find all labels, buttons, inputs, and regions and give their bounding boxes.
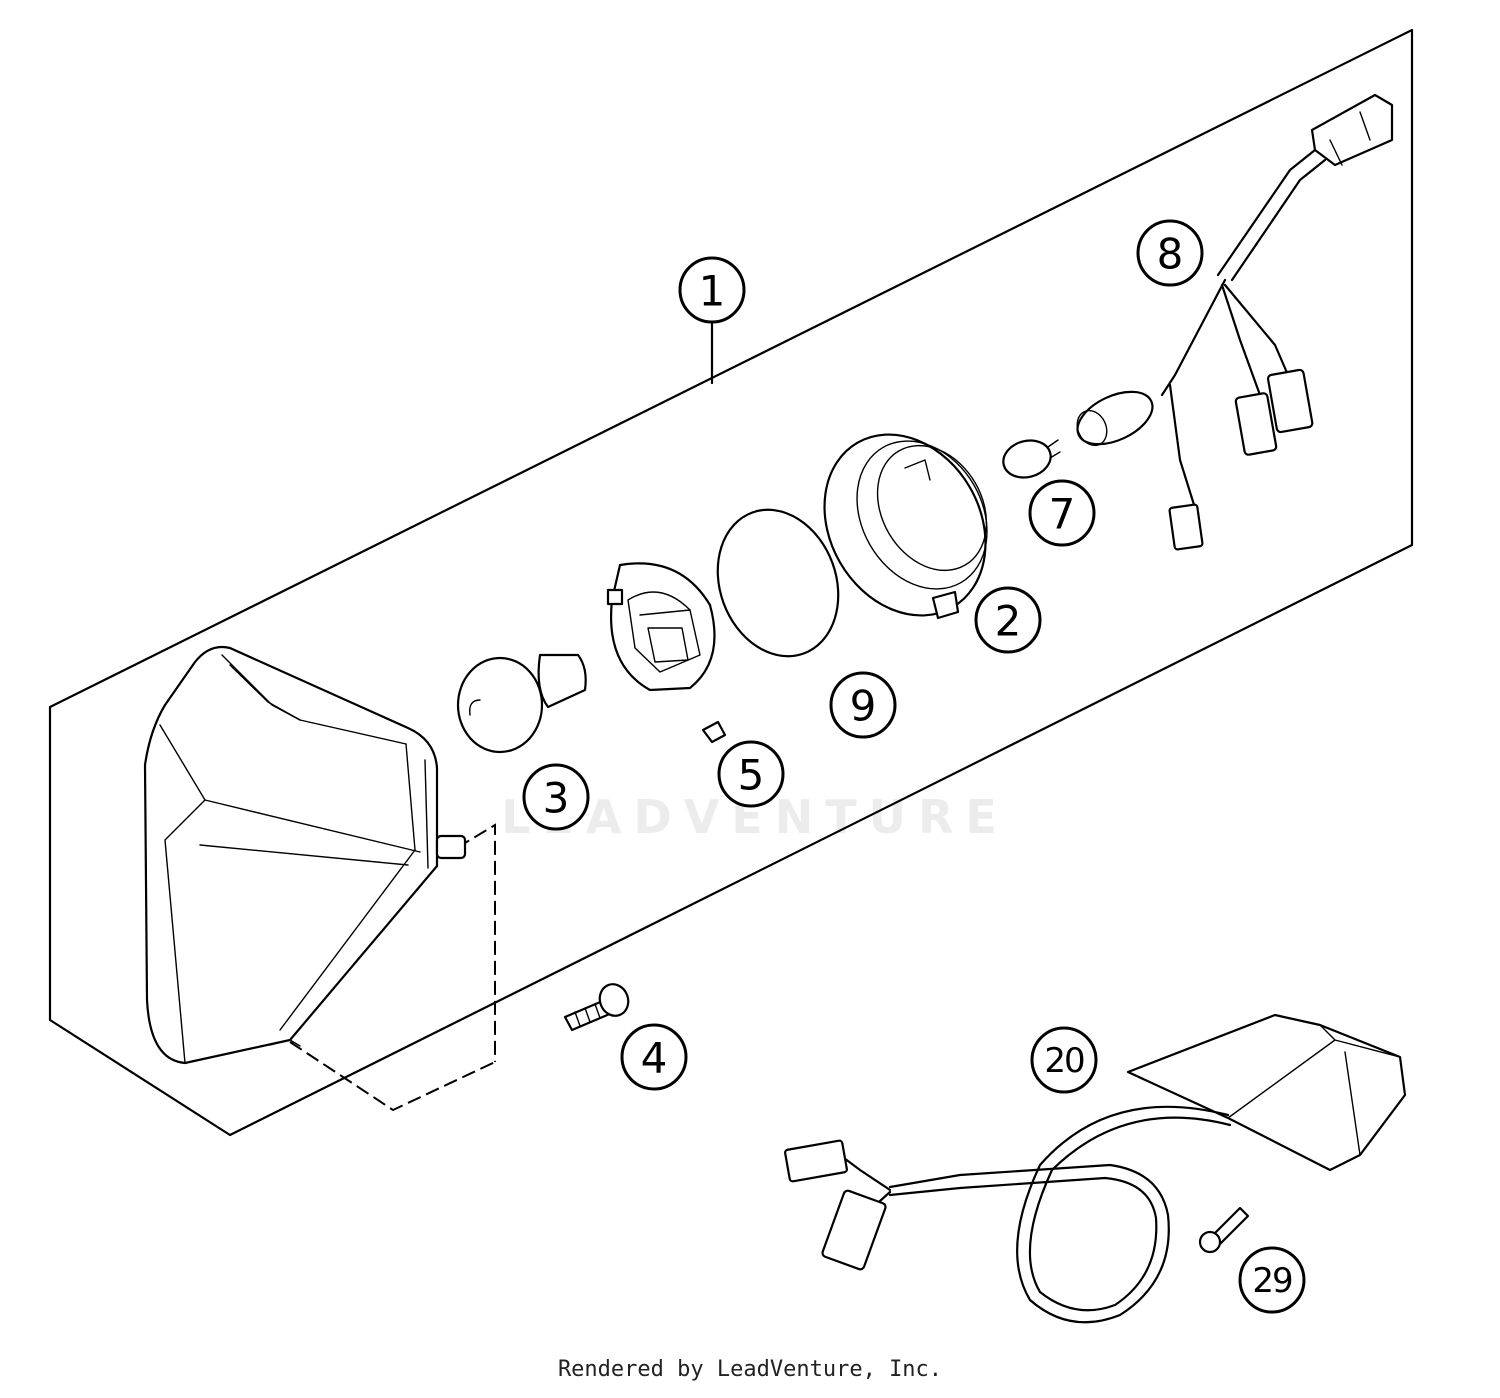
assembly-box — [48, 28, 1414, 1137]
callout-label-9: 9 — [850, 682, 877, 731]
callout-label-29: 29 — [1252, 1261, 1292, 1301]
callout-label-4: 4 — [641, 1034, 668, 1083]
callout-29: 29 — [1238, 1246, 1306, 1314]
callout-20: 20 — [1030, 1026, 1098, 1094]
callout-7: 7 — [1028, 479, 1096, 547]
callout-4: 4 — [620, 1023, 688, 1091]
gasket-part — [716, 508, 840, 658]
callout-label-1: 1 — [699, 267, 726, 316]
headlight-housing — [143, 645, 467, 1065]
plate-light-part — [784, 1013, 1407, 1324]
callout-8: 8 — [1136, 219, 1204, 287]
render-credit: Rendered by LeadVenture, Inc. — [557, 1357, 943, 1382]
small-screw-part — [1198, 1206, 1250, 1254]
callout-1: 1 — [678, 256, 746, 324]
callout-label-8: 8 — [1157, 230, 1184, 279]
small-bulb-part — [1002, 439, 1061, 479]
callout-9: 9 — [829, 671, 897, 739]
callout-label-2: 2 — [995, 597, 1022, 646]
callout-label-5: 5 — [738, 751, 765, 800]
wiring-harness-part — [1076, 93, 1394, 551]
clip-part — [701, 720, 727, 744]
reflector-part — [823, 433, 988, 620]
callout-label-7: 7 — [1049, 490, 1076, 539]
callout-2: 2 — [974, 586, 1042, 654]
socket-holder-part — [606, 562, 716, 692]
screw-part — [563, 983, 630, 1032]
bulb-part — [456, 653, 587, 754]
callout-label-3: 3 — [543, 774, 570, 823]
callout-label-20: 20 — [1044, 1041, 1084, 1081]
callout-3: 3 — [522, 763, 590, 831]
callout-5: 5 — [717, 740, 785, 808]
